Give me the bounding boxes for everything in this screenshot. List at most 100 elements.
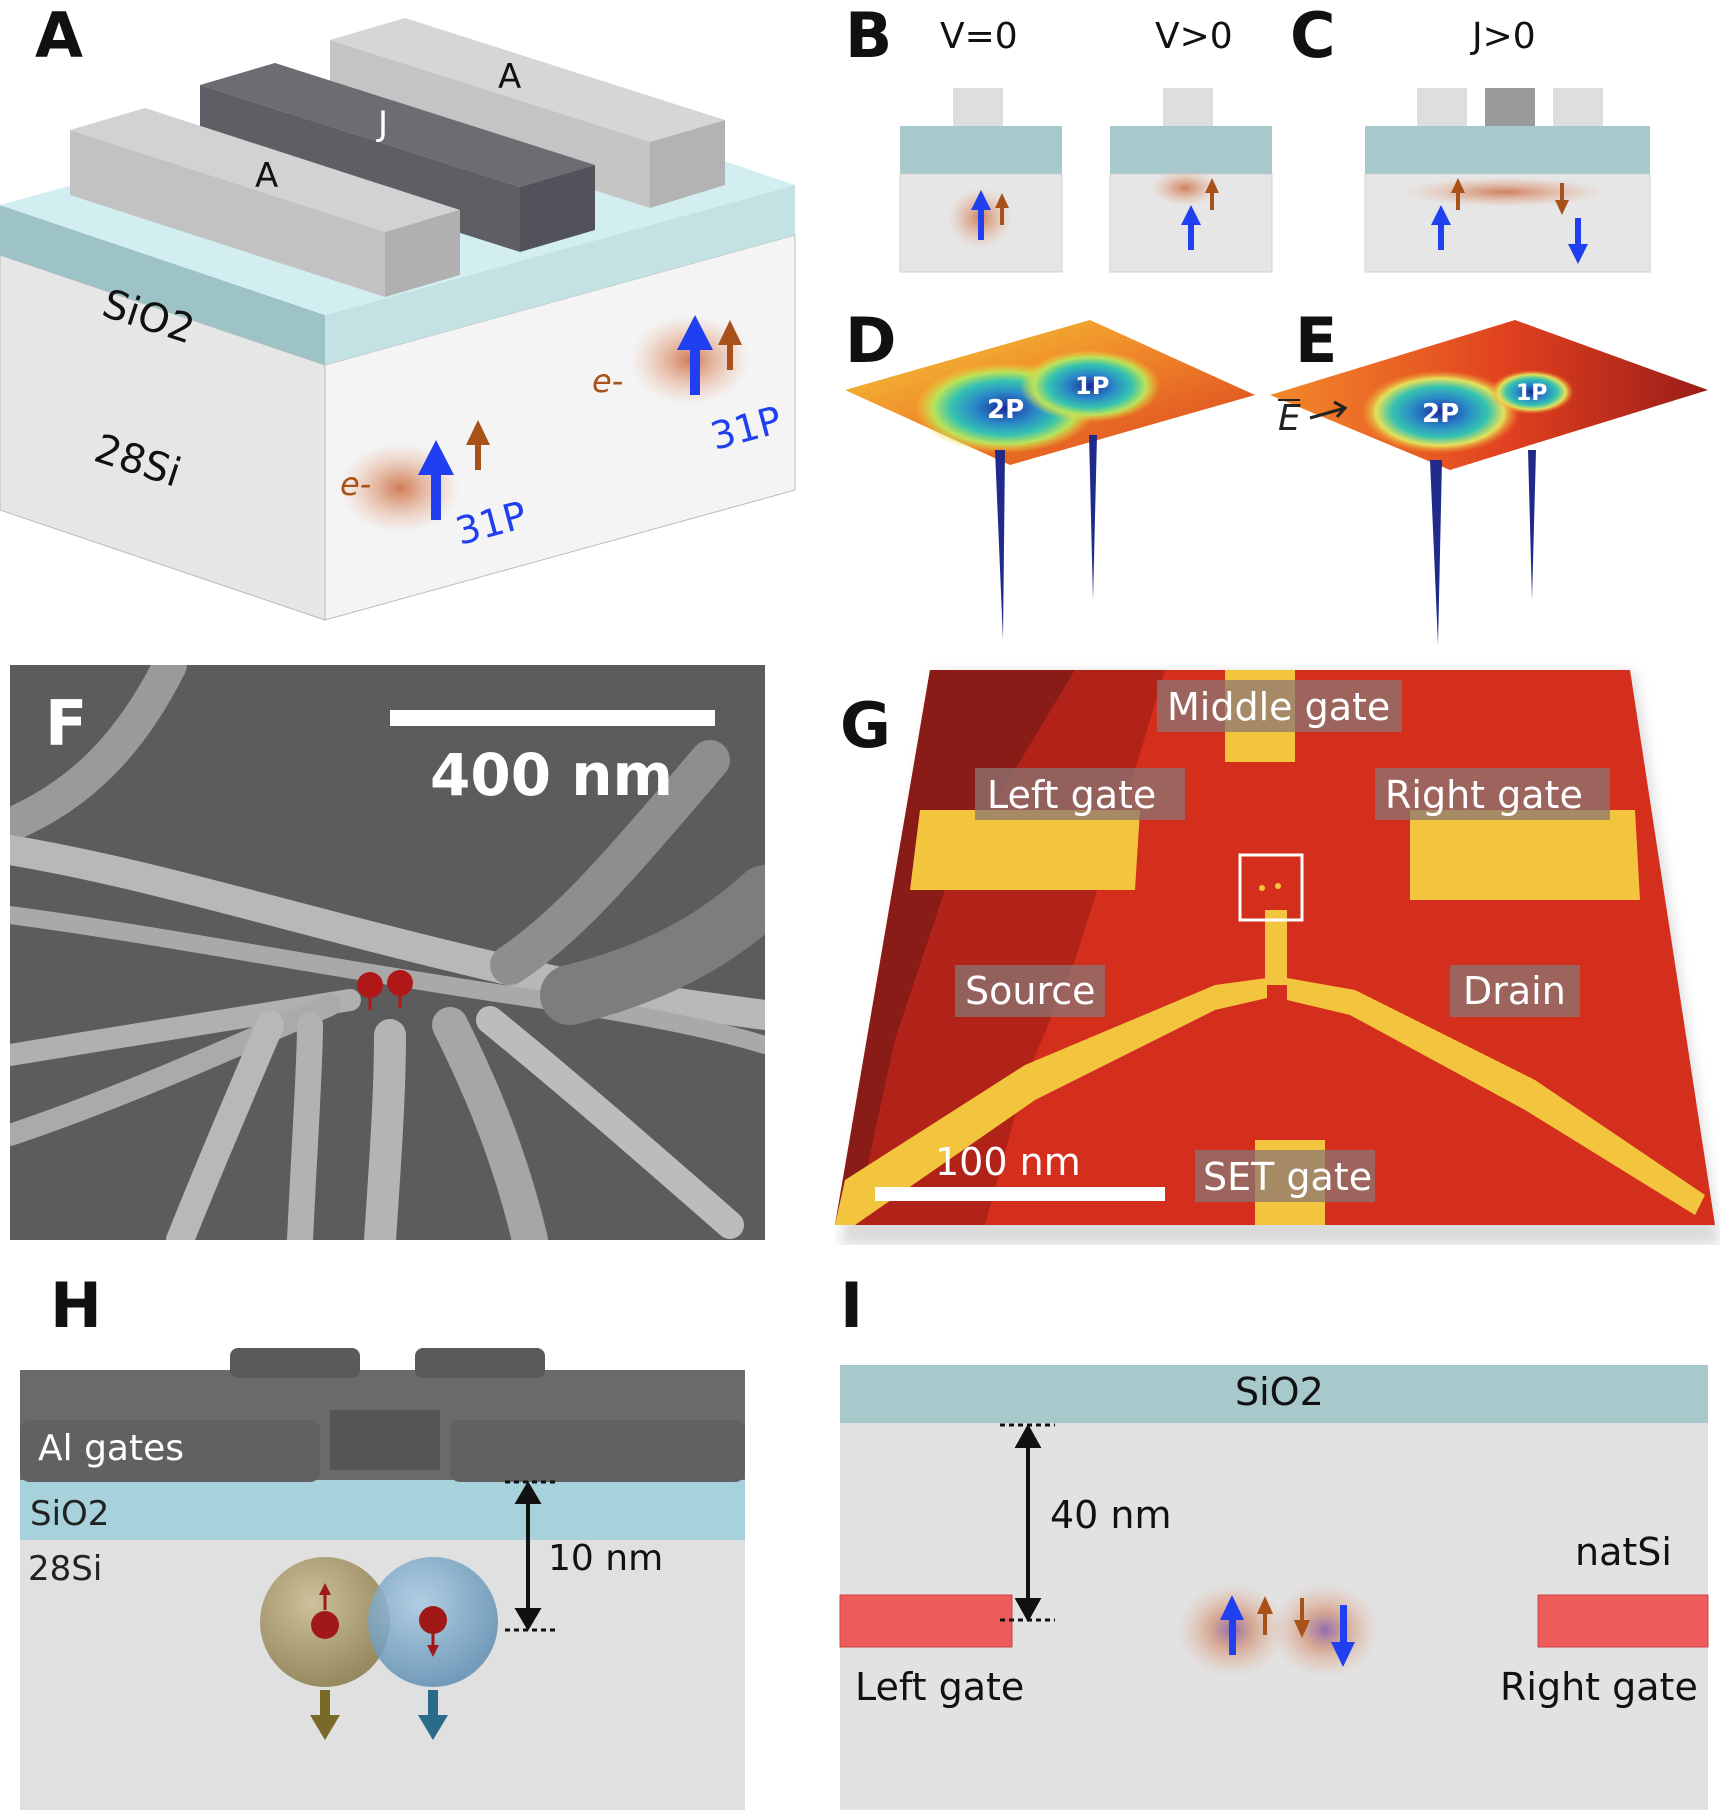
panel-h: Al gates SiO2 28Si 10 nm H (0, 1270, 760, 1811)
electron-spin-up-icon (995, 193, 1009, 225)
panel-label: G (840, 689, 891, 762)
panel-a: A J A SiO2 28Si e- e- 31P 31P A (0, 0, 800, 630)
electron-spin-up-icon (1451, 178, 1465, 210)
gate-left-top (70, 108, 460, 232)
label-tag (975, 768, 1185, 820)
scale-label: 100 nm (935, 1140, 1081, 1184)
gate (1417, 88, 1467, 126)
site-label: 1P (1516, 381, 1547, 406)
al-gate-left (20, 1420, 320, 1482)
depth-label: 10 nm (548, 1538, 663, 1579)
label-tag (1195, 1150, 1375, 1202)
oxide-side (325, 185, 795, 365)
set-gate-label: SET gate (1203, 1155, 1372, 1199)
panel-label: A (35, 0, 83, 72)
nuclear-spin-up-icon (1431, 205, 1451, 250)
well-spike (995, 450, 1005, 640)
oxide-layer (20, 1480, 745, 1540)
panel-b-diagram: V=0 V>0 (899, 16, 1273, 273)
gate (1163, 88, 1213, 126)
well-spike (1528, 450, 1536, 600)
panel-label: H (50, 1269, 102, 1342)
electron-cloud (1151, 170, 1219, 206)
donor-pair-icon (357, 970, 413, 1010)
potential-well (1360, 370, 1520, 454)
drain-label: Drain (1463, 969, 1566, 1013)
panel-i-device-cross-section: SiO2 natSi Left gate Right gate 40 nm (839, 1365, 1709, 1810)
panel-a-device-diagram: A J A SiO2 28Si e- e- 31P 31P (0, 18, 796, 621)
gate-right-label: A (498, 57, 521, 97)
gate-right-top (330, 18, 725, 142)
electron-cloud (1405, 177, 1605, 207)
left-gate (839, 1594, 1013, 1648)
donor-spin-up-icon (311, 1583, 339, 1639)
substrate-label: natSi (1575, 1530, 1672, 1574)
donor-dot (1259, 885, 1265, 891)
site-label: 2P (987, 395, 1024, 425)
condition-label: V=0 (940, 16, 1018, 57)
electron-cloud (1270, 1582, 1380, 1678)
gate-j-top (200, 63, 595, 187)
gate (1553, 88, 1603, 126)
al-gate-center (330, 1410, 440, 1470)
electron-spin-up-icon (1257, 1596, 1273, 1635)
field-arrow-icon (1309, 400, 1348, 420)
condition-label: V>0 (1155, 16, 1233, 57)
nuclear-spin-up-icon (971, 190, 991, 240)
electron-spin-down-icon (1294, 1598, 1310, 1638)
label-tag (1157, 680, 1402, 732)
well-spike (1430, 460, 1442, 645)
electron-spin-down-icon (418, 1690, 448, 1740)
al-gate-upper (230, 1348, 360, 1378)
site-label: 2P (1422, 399, 1459, 429)
right-gate (1537, 1594, 1709, 1648)
panel-label: B (845, 0, 893, 72)
afm-dark-region (835, 670, 1075, 1225)
al-gate-right (450, 1420, 745, 1482)
site-label: 1P (1075, 372, 1109, 400)
oxide-layer (840, 1365, 1708, 1423)
panel-e-potential-map: 2P 1P E (1270, 320, 1708, 645)
panel-label: D (845, 304, 897, 377)
field-label: E (1278, 398, 1301, 439)
nuclear-spin-down-icon (1331, 1605, 1355, 1667)
panel-g-afm-image: Middle gate Left gate Right gate Source … (835, 670, 1720, 1245)
panel-label: F (45, 687, 88, 760)
depth-label: 40 nm (1050, 1493, 1172, 1537)
left-gate-pad (910, 810, 1140, 890)
condition-label: J>0 (1470, 16, 1536, 57)
substrate-label: 28Si (28, 1549, 102, 1589)
oxide-layer (900, 126, 1062, 174)
donor-dot (1275, 883, 1281, 889)
source-label: Source (965, 969, 1096, 1013)
panel-c-diagram: J>0 (1364, 16, 1651, 273)
depth-arrow-icon (1014, 1423, 1042, 1623)
gate-left-side (70, 130, 385, 297)
oxide-front (0, 205, 325, 365)
panel-c: J>0 C (1290, 0, 1720, 290)
label-tag (1375, 768, 1610, 820)
scale-label: 400 nm (430, 741, 673, 809)
panel-i: SiO2 natSi Left gate Right gate 40 nm I (835, 1270, 1725, 1811)
drain-lead (1287, 978, 1705, 1215)
gate-j (1485, 88, 1535, 126)
electron-spin-down-icon (1555, 183, 1569, 215)
panel-e: 2P 1P E E (1270, 300, 1710, 650)
left-gate-label: Left gate (855, 1665, 1024, 1709)
depth-arrow-icon (514, 1481, 542, 1631)
oxide-layer (1110, 126, 1272, 174)
left-gate-label: Left gate (987, 773, 1156, 817)
sem-wires (0, 648, 795, 1258)
nuclear-spin-up-icon (1220, 1595, 1244, 1655)
panel-label: E (1295, 304, 1338, 377)
panel-g: Middle gate Left gate Right gate Source … (835, 660, 1720, 1245)
al-gate-upper (415, 1348, 545, 1378)
panel-label: I (840, 1269, 864, 1342)
source-lead (835, 978, 1267, 1225)
oxide-label: SiO2 (1235, 1370, 1324, 1414)
gate-j-front (520, 165, 595, 252)
panel-b: V=0 V>0 B (845, 0, 1285, 290)
oxide-label: SiO2 (30, 1494, 109, 1534)
oxide-layer (1365, 126, 1650, 174)
panel-d: 2P 1P D (845, 300, 1265, 650)
